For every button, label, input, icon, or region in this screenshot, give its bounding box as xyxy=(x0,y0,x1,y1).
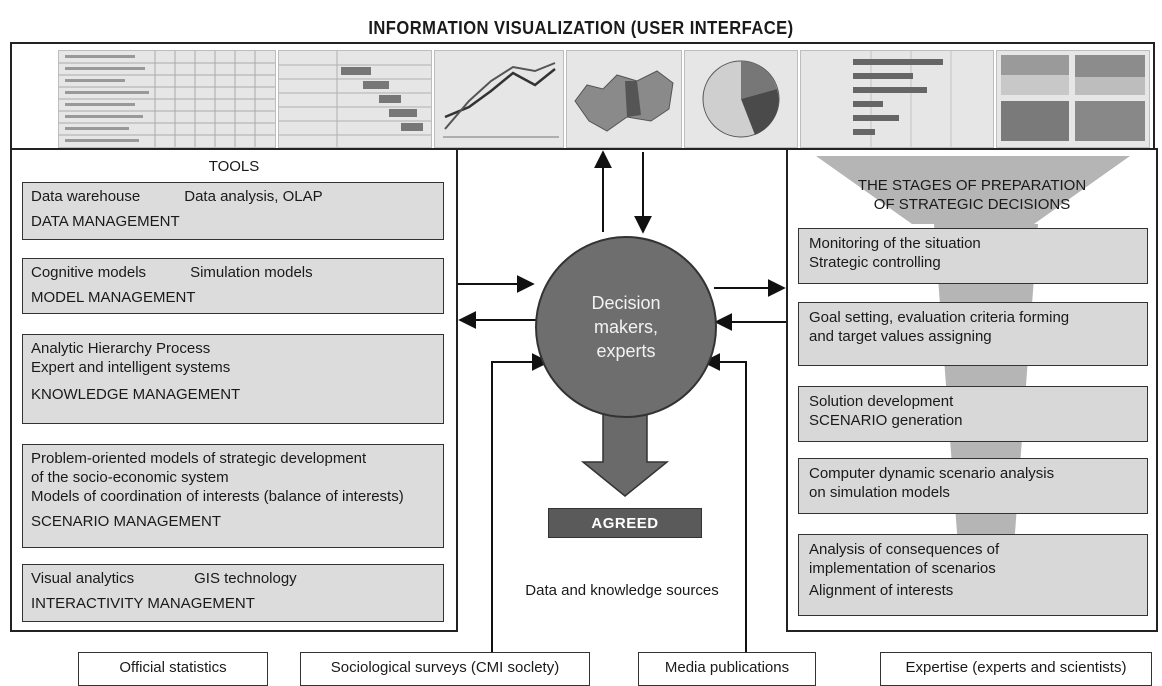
decision-makers-line2: makers, xyxy=(593,317,658,337)
pie-chart-thumbnail xyxy=(684,50,798,148)
stage-solution-development: Solution development SCENARIO generation xyxy=(798,386,1148,442)
pie-chart-thumbnail-graphic xyxy=(702,60,780,138)
stage-monitoring-line1: Monitoring of the situation xyxy=(809,235,981,252)
data-analysis-olap-label: Data analysis, OLAP xyxy=(184,188,323,205)
data-warehouse-label: Data warehouse xyxy=(31,188,141,205)
stage-monitoring: Monitoring of the situation Strategic co… xyxy=(798,228,1148,284)
problem-oriented-models-label: Problem-oriented models of strategic dev… xyxy=(31,450,367,467)
decision-makers-node: Decision makers, experts xyxy=(535,236,717,418)
stage-goal-setting-line2: and target values assigning xyxy=(809,328,992,345)
stage-consequences-line2: implementation of scenarios xyxy=(809,560,996,577)
map-thumbnail-graphic xyxy=(574,70,674,132)
arrow-sources-right xyxy=(702,353,747,652)
table-thumbnail-graphic xyxy=(59,51,275,147)
decision-makers-line3: experts xyxy=(596,341,656,361)
stage-analysis-line1: Computer dynamic scenario analysis xyxy=(809,465,1055,482)
tools-heading: TOOLS xyxy=(208,158,260,175)
cognitive-models-label: Cognitive models xyxy=(31,264,147,281)
source-official-statistics: Official statistics xyxy=(78,652,268,686)
gantt-thumbnail-graphic xyxy=(279,51,431,147)
simulation-models-label: Simulation models xyxy=(190,264,313,281)
stage-goal-setting: Goal setting, evaluation criteria formin… xyxy=(798,302,1148,366)
stage-monitoring-line2: Strategic controlling xyxy=(809,254,941,271)
funnel-shape xyxy=(816,156,1130,600)
source-sociological-surveys: Sociological surveys (CMI soclety) xyxy=(300,652,590,686)
stage-consequences: Analysis of consequences of implementati… xyxy=(798,534,1148,616)
interactivity-management-box: Visual analytics GIS technology INTERACTI… xyxy=(22,564,444,622)
visualization-band xyxy=(10,42,1155,150)
scenario-management-box: Problem-oriented models of strategic dev… xyxy=(22,444,444,548)
stage-scenario-analysis: Computer dynamic scenario analysis on si… xyxy=(798,458,1148,514)
bar-chart-thumbnail-graphic xyxy=(853,51,952,147)
model-management-box: Cognitive models Simulation models MODEL … xyxy=(22,258,444,314)
agreed-solution-box: AGREED SOLUTION xyxy=(548,508,702,562)
stages-heading-line2: OF STRATEGIC DECISIONS xyxy=(873,196,1071,213)
data-management-box: Data warehouse Data analysis, OLAP DATA M… xyxy=(22,182,444,240)
bar-chart-thumbnail xyxy=(800,50,994,148)
data-management-label: DATA MANAGEMENT xyxy=(31,213,180,230)
line-chart-thumbnail xyxy=(434,50,564,148)
stage-solution-line2: SCENARIO generation xyxy=(809,412,963,429)
source-expertise: Expertise (experts and scientists) xyxy=(880,652,1152,686)
stage-consequences-line3: Alignment of interests xyxy=(809,582,954,599)
ahp-label: Analytic Hierarchy Process xyxy=(31,340,211,357)
knowledge-management-label: KNOWLEDGE MANAGEMENT xyxy=(31,386,241,403)
map-thumbnail xyxy=(566,50,682,148)
table-thumbnail xyxy=(58,50,276,148)
stages-heading: THE STAGES OF PREPARATION OF STRATEGIC D… xyxy=(820,176,1124,214)
arrow-sources-left xyxy=(491,353,550,652)
source-media-publications: Media publications xyxy=(638,652,816,686)
model-management-label: MODEL MANAGEMENT xyxy=(31,289,196,306)
data-knowledge-sources-label: Data and knowledge sources xyxy=(525,582,719,599)
visual-analytics-label: Visual analytics xyxy=(31,570,135,587)
big-down-arrow xyxy=(580,413,670,497)
interactivity-management-label: INTERACTIVITY MANAGEMENT xyxy=(31,595,255,612)
decision-makers-line1: Decision xyxy=(591,293,661,313)
scenario-management-label: SCENARIO MANAGEMENT xyxy=(31,513,222,530)
stage-analysis-line2: on simulation models xyxy=(809,484,950,501)
knowledge-management-box: Analytic Hierarchy Process Expert and in… xyxy=(22,334,444,424)
expert-systems-label: Expert and intelligent systems xyxy=(31,359,231,376)
photos-thumbnail-graphic xyxy=(1001,55,1145,141)
stage-consequences-line1: Analysis of consequences of xyxy=(809,541,1000,558)
line-chart-thumbnail-graphic xyxy=(443,62,559,138)
stages-heading-line1: THE STAGES OF PREPARATION xyxy=(857,177,1087,194)
stage-goal-setting-line1: Goal setting, evaluation criteria formin… xyxy=(809,309,1070,326)
stage-solution-line1: Solution development xyxy=(809,393,954,410)
socio-economic-system-label: of the socio-economic system xyxy=(31,469,229,486)
photos-thumbnail xyxy=(996,50,1150,148)
coordination-models-label: Models of coordination of interests (bal… xyxy=(31,488,404,505)
gis-technology-label: GIS technology xyxy=(194,570,297,587)
diagram-title: INFORMATION VISUALIZATION (USER INTERFAC… xyxy=(368,18,794,38)
gantt-thumbnail xyxy=(278,50,432,148)
